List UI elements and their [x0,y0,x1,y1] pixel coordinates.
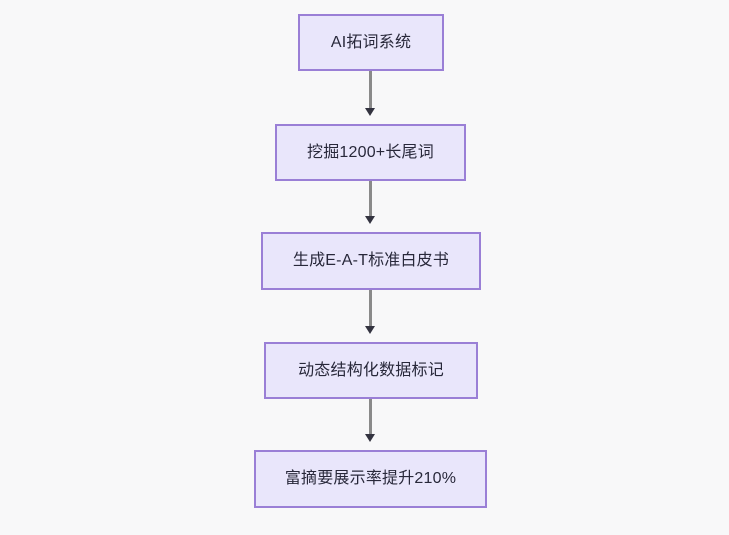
flow-node-label: 生成E-A-T标准白皮书 [292,252,450,269]
arrowhead-icon-4 [365,434,375,442]
flow-edge-2 [369,181,372,218]
flow-node-dynamic-structured-data[interactable]: 动态结构化数据标记 [264,342,478,399]
flow-node-mine-longtail-keywords[interactable]: 挖掘1200+长尾词 [275,124,466,181]
flow-node-label: AI拓词系统 [330,33,412,51]
arrowhead-icon-1 [365,108,375,116]
flow-node-generate-eat-whitepaper[interactable]: 生成E-A-T标准白皮书 [261,232,481,290]
flow-node-ai-keyword-system[interactable]: AI拓词系统 [298,14,444,71]
flow-edge-1 [369,71,372,110]
flow-node-label: 动态结构化数据标记 [298,361,444,379]
flow-node-rich-snippet-result[interactable]: 富摘要展示率提升210% [254,450,487,508]
arrowhead-icon-2 [365,216,375,224]
flow-node-label: 挖掘1200+长尾词 [307,143,434,161]
flow-edge-4 [369,399,372,436]
arrowhead-icon-3 [365,326,375,334]
flow-edge-3 [369,290,372,328]
flow-node-label: 富摘要展示率提升210% [284,470,457,487]
